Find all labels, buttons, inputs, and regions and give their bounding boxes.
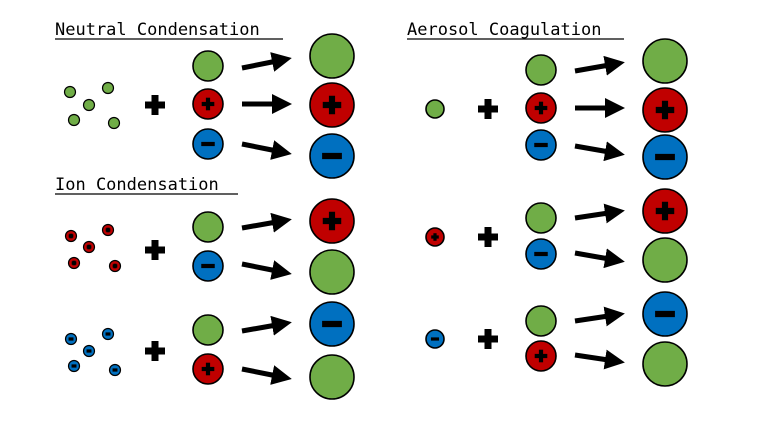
- title-neutral-condensation: Neutral Condensation: [55, 20, 260, 40]
- neutral-molecule: [101, 81, 115, 95]
- neutral-molecule: [107, 116, 121, 130]
- neutral-molecule: [63, 85, 77, 99]
- arrow-icon: [241, 212, 292, 233]
- small-particle-neutral: [192, 50, 224, 82]
- small-particle-neutral: [192, 314, 224, 346]
- grown-particle-neutral: [309, 354, 355, 400]
- small-particle-neutral: [192, 211, 224, 243]
- aerosol-neutral: [425, 99, 445, 119]
- arrow-icon: [574, 349, 625, 370]
- arrow-icon: [241, 52, 292, 72]
- arrow-icon: [241, 365, 292, 385]
- arrow-icon: [241, 140, 292, 160]
- coagulated-particle-neutral: [642, 237, 688, 283]
- neutral-molecule: [82, 98, 96, 112]
- small-particle-neutral: [525, 202, 557, 234]
- arrow-icon: [574, 248, 625, 269]
- title-aerosol-coagulation: Aerosol Coagulation: [407, 20, 601, 40]
- arrow-icon: [574, 306, 625, 327]
- grown-particle-neutral: [309, 33, 355, 79]
- title-ion-condensation: Ion Condensation: [55, 175, 219, 195]
- grown-particle-neutral: [309, 249, 355, 295]
- coagulated-particle-neutral: [642, 38, 688, 84]
- coagulated-particle-neutral: [642, 341, 688, 387]
- small-particle-neutral: [525, 305, 557, 337]
- arrow-icon: [574, 141, 625, 162]
- neutral-molecule: [67, 113, 81, 127]
- arrow-icon: [241, 315, 292, 336]
- arrow-icon: [241, 260, 292, 280]
- arrow-icon: [574, 55, 625, 76]
- arrow-icon: [574, 203, 625, 224]
- small-particle-neutral: [525, 54, 557, 86]
